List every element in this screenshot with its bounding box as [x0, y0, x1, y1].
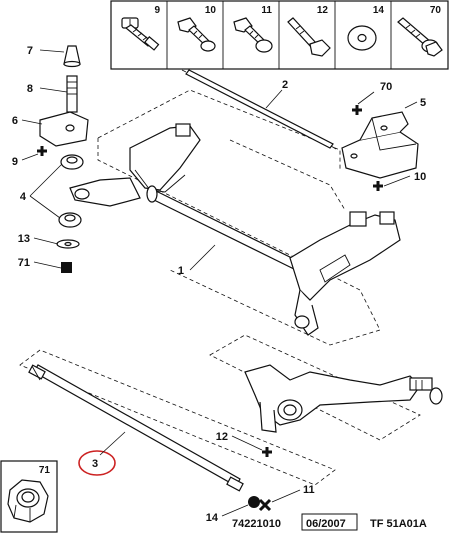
right-silent-block — [341, 111, 419, 179]
footer-reference: 74221010 06/2007 TF 51A01A — [232, 513, 427, 531]
callout-6: 6 — [12, 115, 18, 127]
callout-7: 7 — [27, 45, 33, 57]
inset-nut-box: 71 — [0, 460, 58, 533]
leader-lines — [21, 49, 418, 517]
callout-12: 12 — [216, 431, 228, 443]
callout-4: 4 — [20, 191, 27, 203]
axle-beam — [69, 123, 401, 336]
callout-11: 11 — [303, 484, 315, 496]
bolt-icon — [287, 17, 331, 57]
plus-marker-12 — [262, 447, 272, 457]
upper-tie-rod — [181, 69, 337, 150]
callout-9: 9 — [12, 156, 18, 168]
footer-date: 06/2007 — [306, 518, 346, 530]
header-parts-strip: 9 10 11 12 14 70 — [110, 0, 449, 70]
callout-10: 10 — [414, 171, 426, 183]
inset-part-number: 71 — [39, 465, 51, 476]
header-part-number-12: 12 — [317, 5, 329, 16]
flanged-screw-icon — [233, 17, 273, 53]
callout-71: 71 — [18, 257, 30, 269]
header-part-number-10: 10 — [205, 5, 217, 16]
flanged-screw-icon — [177, 17, 216, 52]
footer-code: TF 51A01A — [370, 518, 427, 530]
highlight-ellipse — [78, 450, 116, 476]
callout-70: 70 — [380, 81, 392, 93]
dot-marker-14 — [248, 496, 260, 508]
callout-5: 5 — [420, 97, 426, 109]
nut-icon — [7, 479, 49, 523]
footer-ref-number: 74221010 — [232, 518, 281, 530]
dashed-outlines — [19, 89, 421, 486]
callout-2: 2 — [282, 79, 288, 91]
nut-marker — [61, 262, 72, 273]
callout-14: 14 — [206, 512, 219, 524]
callout-labels: 7 8 6 9 4 13 71 1 2 5 70 10 3 12 11 14 — [12, 45, 426, 524]
header-part-number-14: 14 — [373, 5, 385, 16]
screw-icon — [121, 17, 160, 51]
washer-icon — [347, 25, 377, 51]
flanged-bolt-icon — [397, 17, 443, 57]
lower-torsion-bar — [28, 364, 244, 492]
header-part-number-9: 9 — [154, 5, 160, 16]
callout-1: 1 — [178, 265, 184, 277]
hub-carrier — [244, 364, 443, 433]
left-mount-stack — [39, 45, 89, 273]
callout-3: 3 — [92, 458, 98, 470]
plus-marker-9 — [37, 146, 47, 156]
callout-13: 13 — [18, 233, 30, 245]
cross-marker-11 — [258, 498, 272, 512]
header-part-number-70: 70 — [430, 5, 442, 16]
plus-marker-10 — [373, 181, 383, 191]
header-part-number-11: 11 — [261, 5, 272, 16]
plus-marker-70 — [352, 105, 362, 115]
callout-8: 8 — [27, 83, 33, 95]
bracket-plate — [39, 111, 89, 147]
fastener-markers — [37, 105, 383, 512]
